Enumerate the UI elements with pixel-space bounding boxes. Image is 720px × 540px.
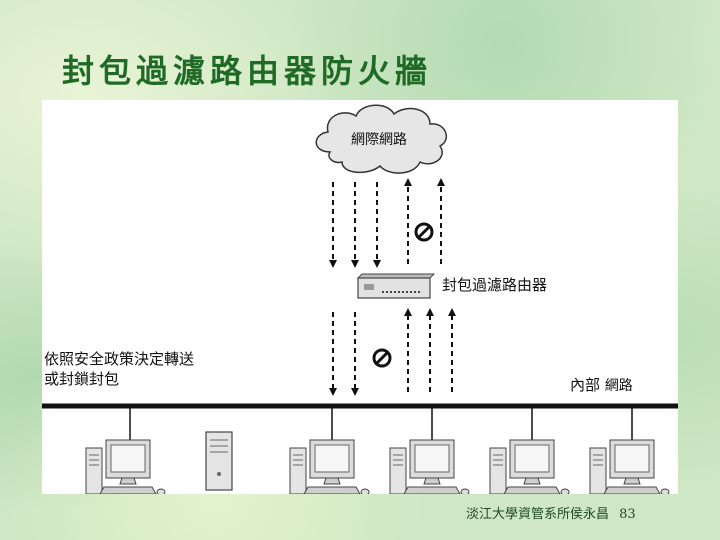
lower-traffic-arrows [333,312,452,392]
internet-label: 網際網路 [351,131,407,150]
blocked-lower-icon [374,350,390,366]
workstation-4 [490,440,569,494]
server-tower [206,432,232,490]
network-drops [130,406,632,440]
workstation-2 [290,440,369,494]
router-device [358,274,434,298]
policy-label-line1: 依照安全政策決定轉送 [44,350,194,369]
blocked-upper-icon [416,224,432,240]
workstation-5 [590,440,669,494]
workstation-3 [390,440,469,494]
page-number: 83 [619,507,636,522]
diagram-panel: 網際網路 封包過濾路由器 依照安全政策決定轉送 或封鎖封包 內部 網路 [42,100,678,494]
footer-text: 淡江大學資管系所侯永昌 [466,507,609,522]
internal-label-part1: 內部 [570,376,600,394]
footer: 淡江大學資管系所侯永昌 83 [466,503,642,522]
slide-title: 封包過濾路由器防火牆 [62,46,432,92]
internal-label-part2: 網路 [605,378,633,394]
router-label: 封包過濾路由器 [442,276,547,295]
policy-label-line2: 或封鎖封包 [44,370,119,389]
diagram-canvas [42,100,678,494]
internal-network-label: 內部 網路 [570,376,633,396]
workstation-1 [86,440,165,494]
